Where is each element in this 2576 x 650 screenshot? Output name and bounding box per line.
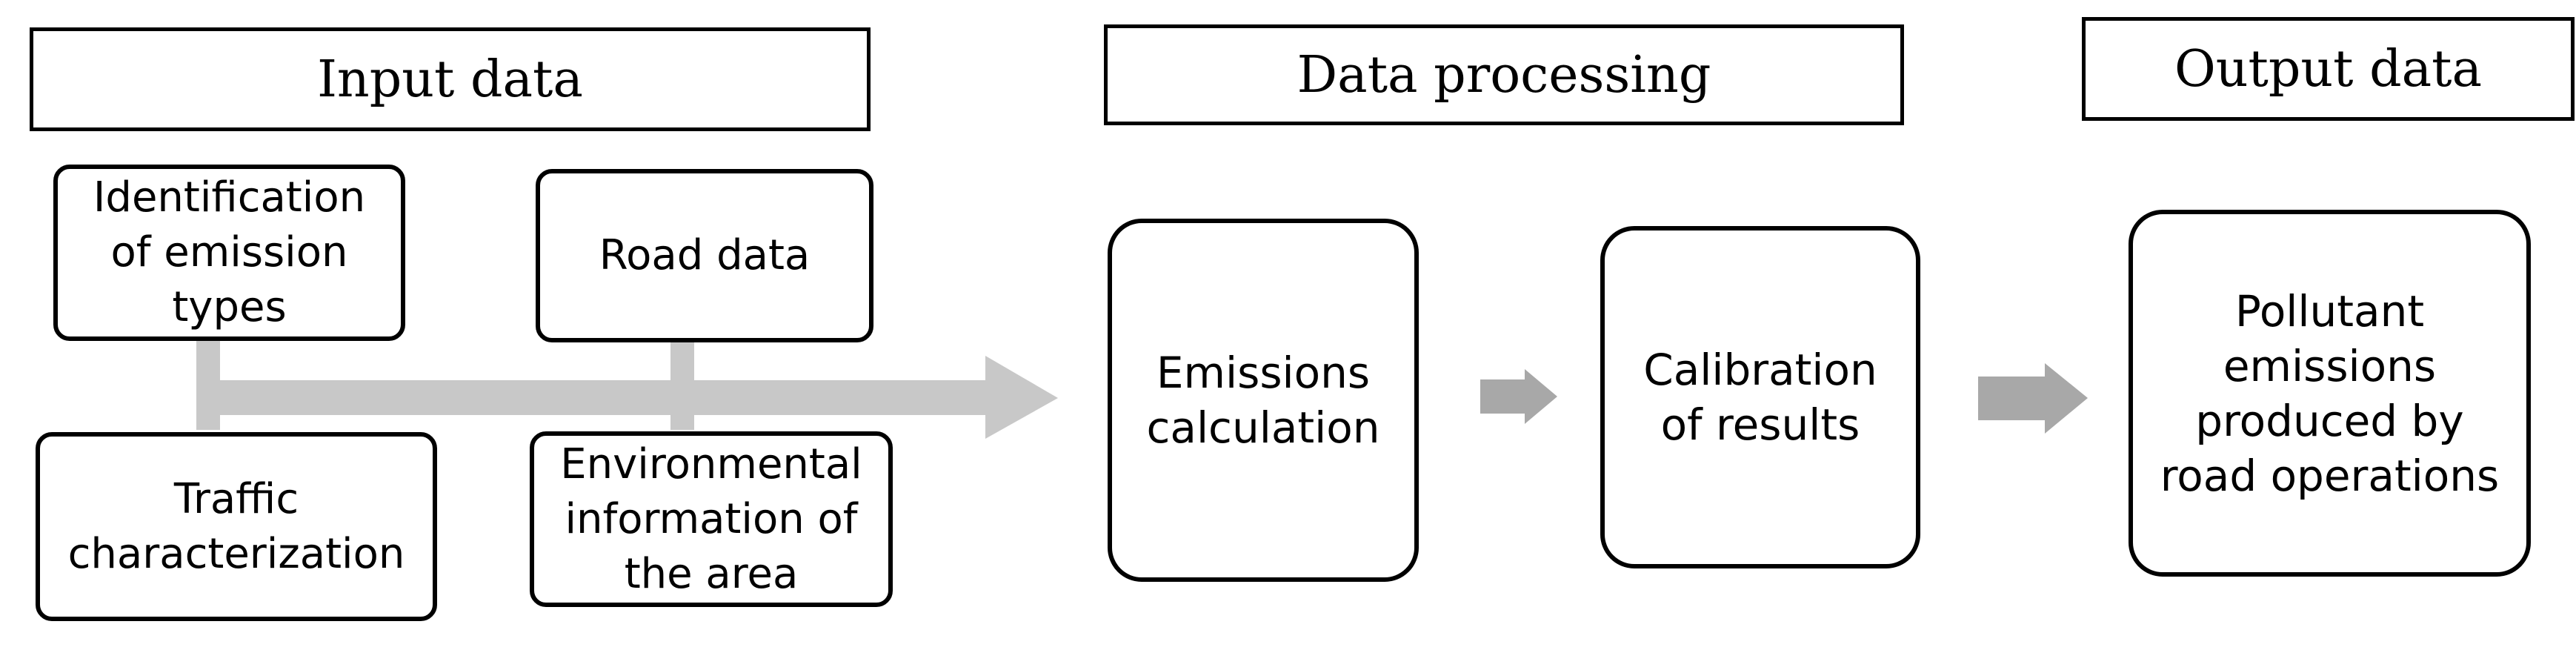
box-traffic-characterization: Traffic characterization bbox=[36, 432, 437, 621]
box-label: Emissions calculation bbox=[1146, 348, 1380, 453]
box-identification-emission-types: Identification of emission types bbox=[53, 165, 405, 341]
arrow-to-output bbox=[1978, 363, 2088, 434]
box-environmental-information: Environmental information of the area bbox=[530, 431, 893, 607]
box-label: Environmental information of the area bbox=[560, 440, 862, 598]
header-input-data: Input data bbox=[30, 27, 871, 131]
box-emissions-calculation: Emissions calculation bbox=[1108, 219, 1419, 582]
box-calibration-of-results: Calibration of results bbox=[1600, 226, 1920, 568]
box-label: Pollutant emissions produced by road ope… bbox=[2160, 285, 2500, 501]
arrow-to-calibration bbox=[1480, 369, 1557, 424]
main-flow-arrow bbox=[207, 356, 1058, 439]
box-label: Traffic characterization bbox=[67, 474, 405, 578]
box-road-data: Road data bbox=[536, 169, 873, 342]
box-label: Identification of emission types bbox=[93, 173, 366, 331]
box-label: Road data bbox=[599, 231, 811, 279]
header-output-data: Output data bbox=[2082, 17, 2575, 121]
box-pollutant-emissions: Pollutant emissions produced by road ope… bbox=[2129, 210, 2531, 577]
header-data-processing: Data processing bbox=[1104, 24, 1904, 125]
box-label: Calibration of results bbox=[1643, 345, 1877, 450]
